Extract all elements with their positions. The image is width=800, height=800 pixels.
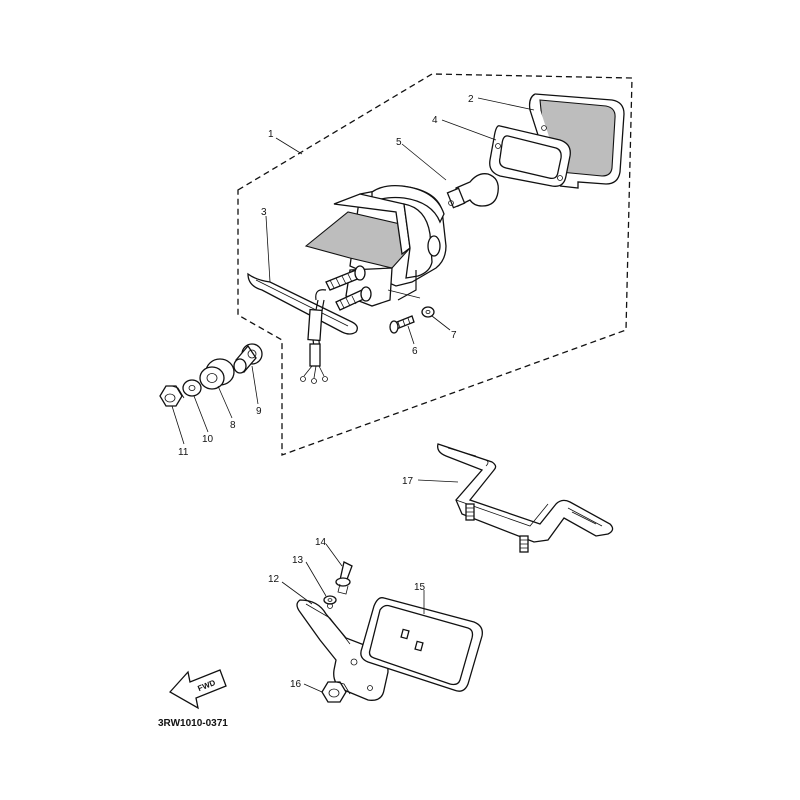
callout-2: 2 — [468, 94, 474, 105]
screw-part — [389, 315, 415, 334]
leader-lines — [171, 97, 535, 693]
washer-13-part — [323, 595, 337, 605]
callout-10: 10 — [202, 434, 214, 445]
fwd-arrow-icon: FWD — [168, 669, 227, 710]
callout-3: 3 — [261, 207, 267, 218]
callout-6: 6 — [412, 346, 418, 357]
stay-bracket-part — [437, 443, 614, 553]
callout-8: 8 — [230, 420, 236, 431]
bulb-part — [446, 173, 499, 209]
callout-14: 14 — [315, 537, 327, 548]
callout-7: 7 — [451, 330, 457, 341]
rivet-part — [335, 561, 353, 595]
washer-10-part — [182, 379, 202, 397]
callout-11: 11 — [178, 447, 189, 458]
reflector-part — [360, 597, 483, 692]
nut-11-part — [159, 385, 185, 407]
license-bracket-part — [296, 599, 389, 701]
collar-part — [233, 343, 263, 374]
callout-5: 5 — [396, 137, 402, 148]
grommet-part — [199, 358, 235, 390]
callout-12: 12 — [268, 574, 280, 585]
washer-part — [421, 306, 435, 318]
assembly-boundary — [237, 73, 633, 456]
callout-13: 13 — [292, 555, 304, 566]
drawing-code: 3RW1010-0371 — [158, 718, 228, 729]
callout-4: 4 — [432, 115, 438, 126]
callout-labels: 1 2 3 4 5 6 7 8 9 10 11 12 13 14 15 16 1… — [178, 94, 474, 690]
callout-9: 9 — [256, 406, 262, 417]
callout-16: 16 — [290, 679, 302, 690]
wire-harness — [300, 289, 328, 384]
callout-1: 1 — [268, 129, 274, 140]
gasket-part — [489, 125, 571, 187]
callout-15: 15 — [414, 582, 426, 593]
housing-bolts — [325, 265, 372, 311]
nut-16-part — [321, 681, 351, 703]
mounting-plate-part — [247, 272, 358, 335]
callout-17: 17 — [402, 476, 414, 487]
housing-part — [304, 184, 447, 307]
